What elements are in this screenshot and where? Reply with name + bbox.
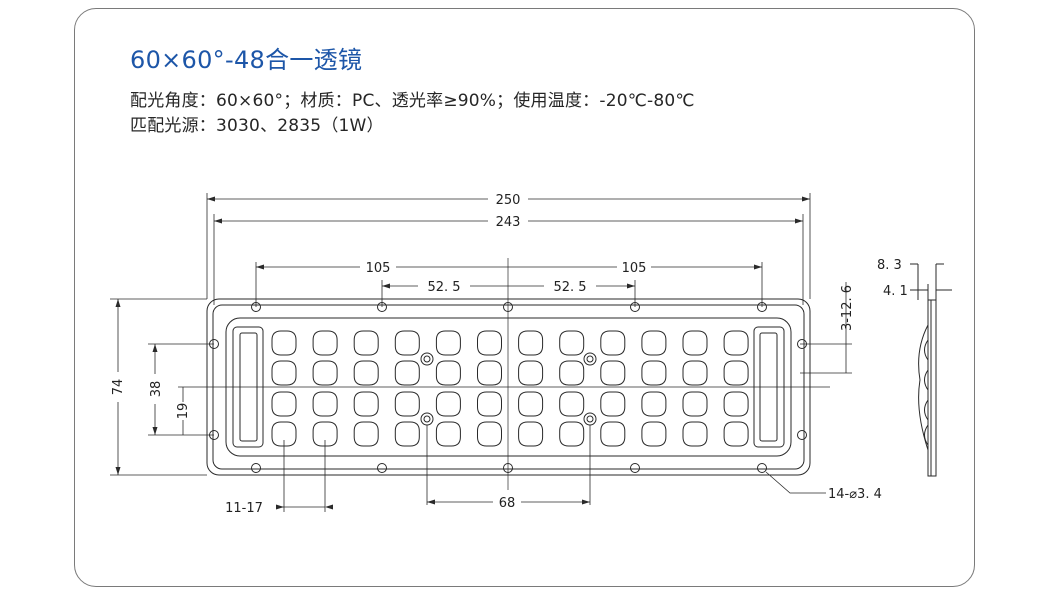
mount-hole (503, 463, 513, 473)
lens-cell (312, 421, 338, 447)
lens-cell (312, 360, 338, 386)
lens-cell (641, 391, 667, 417)
dim-slot: 3-12. 6 (840, 285, 855, 331)
dim-inner-height: 38 (149, 381, 164, 398)
lens-cell (435, 421, 461, 447)
lens-cell (559, 360, 585, 386)
lens-cell (723, 421, 749, 447)
lens-cell (600, 421, 626, 447)
dim-boss-span: 68 (499, 496, 516, 511)
locating-boss (420, 352, 434, 366)
lens-cell (682, 391, 708, 417)
lens-cell (353, 330, 379, 356)
lens-cell (312, 330, 338, 356)
dim-lens-pitch: 11-17 (225, 501, 263, 516)
lens-cell (518, 421, 544, 447)
lens-cell (559, 391, 585, 417)
lens-cell (641, 421, 667, 447)
mount-hole (630, 463, 640, 473)
lens-cell (477, 421, 502, 447)
lens-cell (477, 360, 502, 386)
dim-half-height: 19 (176, 403, 191, 420)
lens-cell (723, 360, 749, 386)
mount-hole (251, 463, 261, 473)
lens-cell (600, 360, 626, 386)
spec-angle-material-temperature: 配光角度：60×60°；材质：PC、透光率≥90%；使用温度：-20℃-80℃ (130, 91, 695, 111)
lens-cell (559, 330, 585, 356)
lens-cell (271, 330, 297, 356)
lens-cell (477, 330, 502, 356)
dim-hole-pitch-right: 52. 5 (553, 280, 586, 295)
lens-cell (641, 330, 667, 356)
dim-hole-span-right: 105 (622, 261, 647, 276)
locating-boss (423, 355, 431, 363)
lens-cell (353, 360, 379, 386)
mount-hole (757, 463, 767, 473)
lens-cell (723, 391, 749, 417)
lens-cell (353, 421, 379, 447)
diagram-card (74, 8, 975, 587)
lens-cell (641, 360, 667, 386)
dim-inner-length: 243 (496, 215, 521, 230)
lens-cell (312, 391, 338, 417)
lens-cell (271, 421, 297, 447)
mount-hole (503, 302, 513, 312)
lens-cell (600, 391, 626, 417)
dim-side-flange: 4. 1 (883, 284, 908, 299)
lens-cell (559, 421, 585, 447)
mount-hole (797, 430, 807, 440)
lens-cell (271, 360, 297, 386)
lens-cell (518, 391, 544, 417)
locating-boss (583, 352, 597, 366)
locating-boss (583, 412, 597, 426)
locating-boss (423, 415, 431, 423)
lens-cell (394, 330, 420, 356)
mount-hole (377, 463, 387, 473)
dim-side-thickness: 8. 3 (877, 258, 902, 273)
dim-mount-holes: 14-⌀3. 4 (828, 487, 882, 502)
lens-cell (600, 330, 626, 356)
lens-cell (435, 360, 461, 386)
dim-hole-pitch-left: 52. 5 (427, 280, 460, 295)
lens-cell (477, 391, 502, 417)
lens-cell (394, 360, 420, 386)
locating-boss (586, 355, 594, 363)
lens-cell (394, 421, 420, 447)
spec-light-source: 匹配光源：3030、2835（1W） (130, 116, 384, 136)
lens-cell (518, 330, 544, 356)
lens-cell (435, 391, 461, 417)
lens-cell (682, 330, 708, 356)
lens-cell (271, 391, 297, 417)
lens-cell (435, 330, 461, 356)
locating-boss (586, 415, 594, 423)
lens-cell (682, 421, 708, 447)
lens-cell (723, 330, 749, 356)
lens-array (271, 330, 749, 447)
dim-overall-length: 250 (496, 193, 521, 208)
lens-cell (682, 360, 708, 386)
lens-cell (394, 391, 420, 417)
dim-hole-span-left: 105 (366, 261, 391, 276)
lens-cell (518, 360, 544, 386)
lens-cell (353, 391, 379, 417)
dim-overall-height: 74 (111, 379, 126, 396)
side-view (910, 263, 952, 477)
product-title: 60×60°-48合一透镜 (130, 46, 363, 74)
locating-boss (420, 412, 434, 426)
